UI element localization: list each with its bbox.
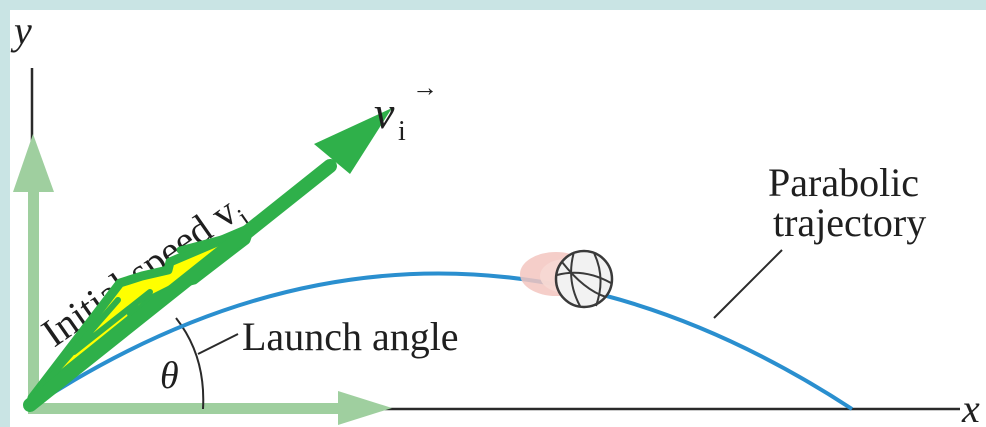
- velocity-vector-label: v i →: [374, 73, 438, 147]
- velocity-symbol: v: [374, 87, 395, 138]
- diagram-panel: [10, 10, 986, 427]
- vertical-component-arrow: [13, 134, 54, 413]
- horizontal-component-arrow: [28, 391, 392, 425]
- launch-angle-label: Launch angle: [242, 314, 459, 359]
- x-axis-label: x: [961, 386, 980, 427]
- y-axis-label: y: [10, 8, 32, 53]
- velocity-subscript: i: [398, 116, 406, 147]
- trajectory-label-line1: Parabolic: [768, 160, 919, 205]
- theta-symbol: θ: [160, 355, 179, 397]
- vector-arrow-glyph: →: [412, 73, 438, 102]
- trajectory-label-line2: trajectory: [773, 200, 926, 245]
- parabolic-trajectory: [32, 271, 854, 411]
- initial-velocity-arrow: [23, 108, 392, 412]
- basketball-icon: [520, 249, 614, 309]
- launch-angle-leader: [197, 333, 239, 355]
- trajectory-leader: [713, 249, 783, 319]
